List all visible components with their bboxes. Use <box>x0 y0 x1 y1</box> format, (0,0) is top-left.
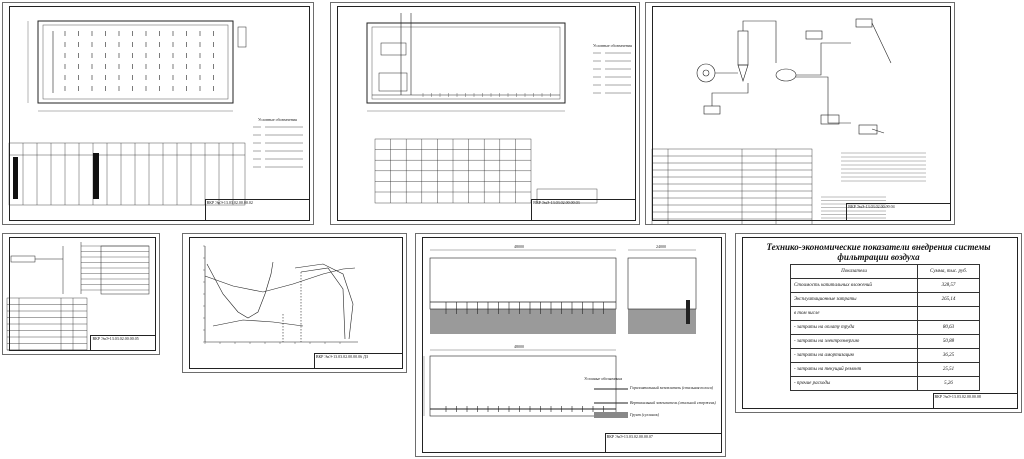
indicator-label: - затраты на амортизацию <box>790 348 918 363</box>
indicator-value: 328,57 <box>917 278 980 293</box>
title-block: ВКР ЭиЭ-13.03.02.00.00.04 <box>846 203 951 221</box>
indicator-value <box>917 306 980 321</box>
filtration-scheme-drawing <box>651 18 926 224</box>
indicator-label: в том числе <box>790 306 918 321</box>
drawing-sheet-economic-indicators: Технико-экономические показатели внедрен… <box>735 233 1022 413</box>
drawing-sheet-grounding: 48000 24000 48000 Условные обозначения Г… <box>415 233 726 457</box>
drawing-sheet-power-plan: Условные обозначения ВКР ЭиЭ-13.03.02.00… <box>330 2 640 225</box>
grounding-drawing: 48000 24000 48000 <box>423 244 697 418</box>
title-block-code: ВКР ЭиЭ-13.03.02.00.00.08 <box>934 394 981 399</box>
sheet-frame <box>742 237 1018 409</box>
table-header-row: Показатели Сумма, тыс. руб. <box>790 264 980 279</box>
legend-soil: Грунт (суглинок) <box>630 412 660 417</box>
sheet-title: Технико-экономические показатели внедрен… <box>766 242 991 262</box>
indicator-value: 265,14 <box>917 292 980 307</box>
indicator-value: 36,25 <box>917 348 980 363</box>
data-table <box>8 142 246 206</box>
power-plan-drawing: Условные обозначения <box>366 13 632 204</box>
sheet-frame <box>652 6 951 221</box>
drawing-sheet-single-line-diagram: ВКР ЭиЭ-13.03.02.00.00.05 <box>2 233 160 355</box>
legend-horizontal-electrode: Горизонтальный заземлитель (стальная пол… <box>630 385 714 390</box>
sheet-frame <box>422 237 722 453</box>
indicator-label: - прочие расходы <box>790 376 918 391</box>
title-block: ВКР ЭиЭ-13.03.02.00.00.06 ДЗ <box>313 353 403 369</box>
indicator-value: 5,26 <box>917 376 980 391</box>
lighting-plan-drawing: Условные обозначения <box>8 20 303 206</box>
title-block: ВКР ЭиЭ-13.03.02.00.00.07 <box>604 433 722 453</box>
sheet-frame <box>9 237 156 351</box>
indicator-value: 25,51 <box>917 362 980 377</box>
indicator-label: - затраты на электроэнергию <box>790 334 918 349</box>
title-block: ВКР ЭиЭ-13.03.02.00.00.05 <box>90 335 156 351</box>
equipment-table <box>651 148 813 224</box>
dim-plan-length: 48000 <box>514 344 524 349</box>
indicator-label: Стоимость капитальных вложений <box>790 278 918 293</box>
legend-title: Условные обозначения <box>258 117 297 122</box>
title-block-code: ВКР ЭиЭ-13.03.02.00.00.02 <box>206 200 253 205</box>
legend-vertical-electrode: Вертикальный заземлитель (стальной стерж… <box>630 400 716 405</box>
col-header-sum: Сумма, тыс. руб. <box>917 264 980 279</box>
title-block-code: ВКР ЭиЭ-13.03.02.00.00.04 <box>848 204 895 209</box>
indicator-label: Эксплуатационные затраты <box>790 292 918 307</box>
sheet-frame <box>9 6 310 221</box>
title-block-code: ВКР ЭиЭ-13.03.02.00.00.03 <box>533 200 580 205</box>
title-block: ВКР ЭиЭ-13.03.02.00.00.02 <box>204 199 310 221</box>
title-block-code: ВКР ЭиЭ-13.03.02.00.00.07 <box>606 434 653 439</box>
indicator-label: - затраты на оплату труда <box>790 320 918 335</box>
title-block-code: ВКР ЭиЭ-13.03.02.00.00.05 <box>92 336 139 341</box>
sheet-frame <box>189 237 403 369</box>
drawing-sheet-characteristics: ВКР ЭиЭ-13.03.02.00.00.06 ДЗ <box>182 233 407 373</box>
indicator-value: 80,63 <box>917 320 980 335</box>
indicator-label: - затраты на текущий ремонт <box>790 362 918 377</box>
dim-length: 48000 <box>514 244 524 249</box>
title-block: ВКР ЭиЭ-13.03.02.00.00.03 <box>531 199 636 221</box>
dim-width: 24000 <box>656 244 666 249</box>
legend-title: Условные обозначения <box>584 376 623 381</box>
single-line-diagram <box>6 242 150 351</box>
small-table <box>536 188 598 204</box>
drawing-sheet-lighting-plan: Условные обозначения ВКР ЭиЭ-13.03.02.00… <box>2 2 314 225</box>
indicators-table: Показатели Сумма, тыс. руб. Стоимость ка… <box>790 264 980 391</box>
title-block-code: ВКР ЭиЭ-13.03.02.00.00.06 ДЗ <box>315 354 368 359</box>
characteristics-graph <box>203 245 358 344</box>
col-header-indicator: Показатели <box>790 264 918 279</box>
sheet-frame <box>337 6 636 221</box>
table-row: в том числе <box>790 306 980 321</box>
legend-title: Условные обозначения <box>593 43 632 48</box>
title-block: ВКР ЭиЭ-13.03.02.00.00.08 <box>932 393 1018 409</box>
drawing-sheet-filtration-scheme: ВКР ЭиЭ-13.03.02.00.00.04 <box>645 2 955 225</box>
indicator-value: 50,88 <box>917 334 980 349</box>
